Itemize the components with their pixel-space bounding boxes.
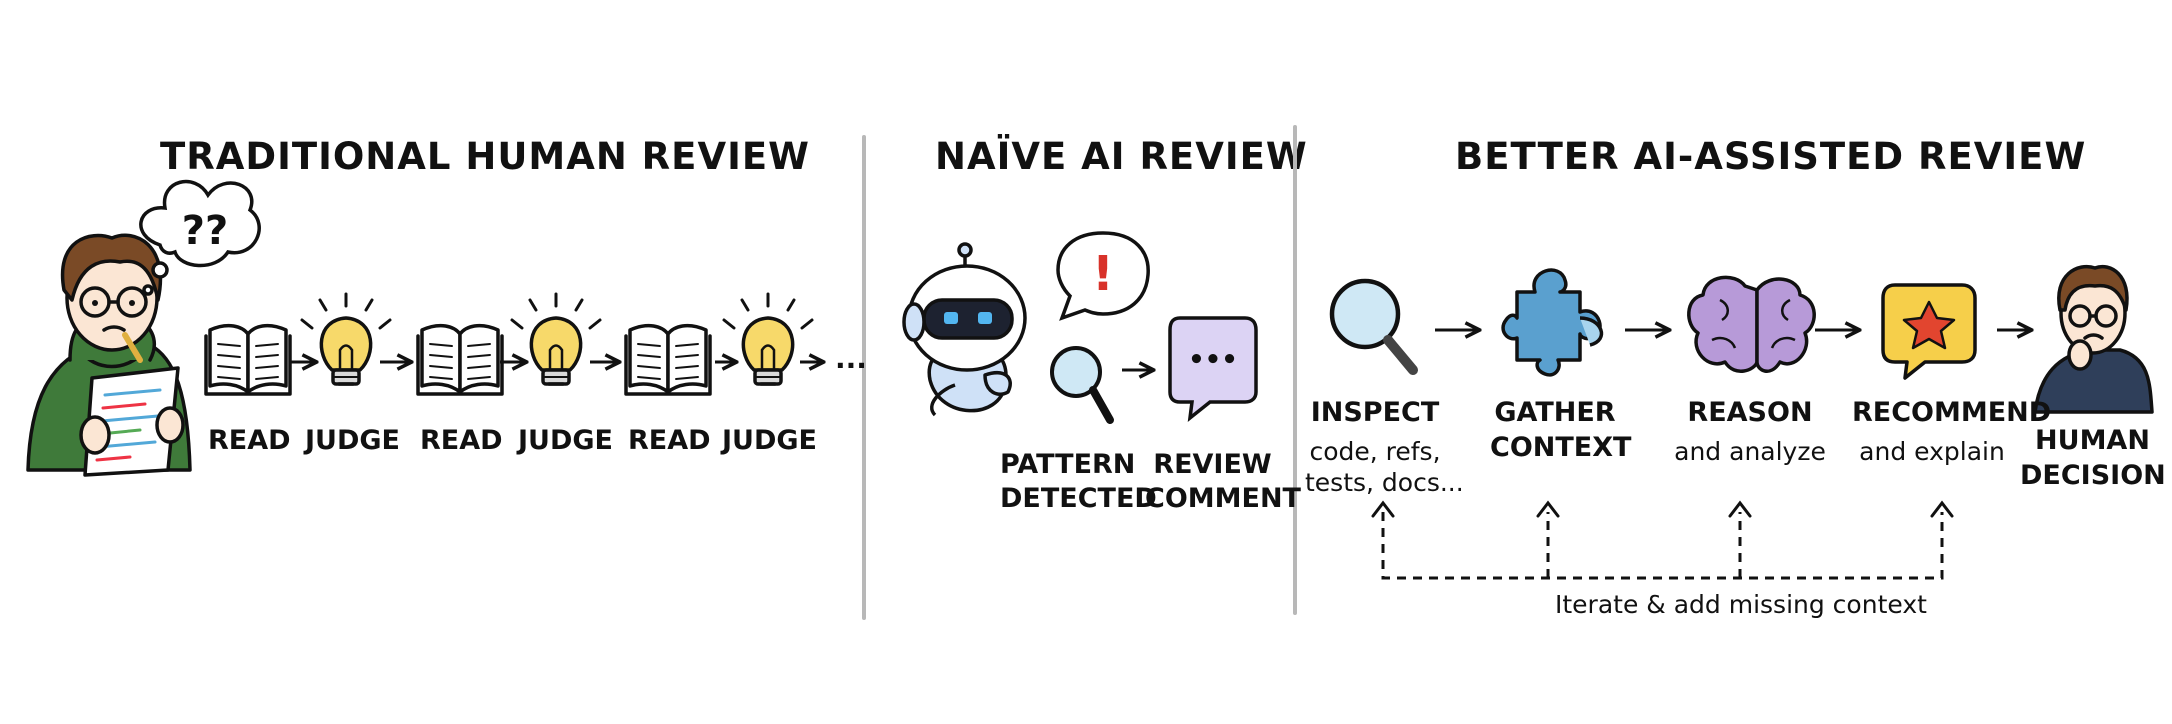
recommend-bubble-icon — [1881, 283, 1977, 380]
comment-label-line1: REVIEW — [1153, 449, 1272, 480]
iterate-loop — [1381, 512, 1944, 580]
inspect-sub-2: tests, docs... — [1305, 468, 1464, 497]
reason-title: REASON — [1687, 397, 1813, 428]
inspect-title: INSPECT — [1310, 397, 1440, 428]
alert-bubble-icon — [1056, 231, 1150, 321]
gather-title-2: CONTEXT — [1490, 432, 1632, 463]
recommend-sub: and explain — [1859, 437, 2005, 466]
brain-icon — [1687, 275, 1816, 373]
lightbulb-icon — [722, 292, 814, 386]
puzzle-piece-icon — [1501, 268, 1604, 377]
section-divider-2 — [1293, 125, 1297, 615]
open-book-icon — [204, 323, 292, 396]
iterate-arrowheads — [1371, 500, 1954, 518]
comment-label-line2: COMMENT — [1145, 483, 1301, 514]
comment-dots: ••• — [1188, 345, 1238, 375]
decision-title-2: DECISION — [2020, 460, 2166, 491]
magnifier-icon — [1050, 346, 1114, 424]
reviewer-person-icon — [26, 233, 192, 477]
step-label-judge-3: JUDGE — [722, 425, 817, 456]
title-naive: NAÏVE AI REVIEW — [935, 135, 1308, 178]
robot-icon — [902, 242, 1027, 417]
decision-person-icon — [2033, 264, 2154, 414]
continuation-dots: ... — [835, 342, 867, 375]
iterate-label: Iterate & add missing context — [1555, 590, 1927, 619]
lightbulb-icon — [510, 292, 602, 386]
inspect-sub-1: code, refs, — [1309, 437, 1441, 466]
title-better: BETTER AI-ASSISTED REVIEW — [1455, 135, 2087, 178]
inspect-magnifier-icon — [1329, 278, 1418, 375]
section-divider-1 — [862, 135, 866, 620]
step-label-judge-1: JUDGE — [305, 425, 400, 456]
reason-sub: and analyze — [1674, 437, 1826, 466]
pattern-detected-label: PATTERN DETECTED — [1000, 448, 1157, 516]
comment-bubble-icon — [1168, 316, 1258, 423]
step-label-read-2: READ — [420, 425, 503, 456]
recommend-title: RECOMMEND — [1852, 397, 2052, 428]
step-label-read-3: READ — [628, 425, 711, 456]
lightbulb-icon — [300, 292, 392, 386]
open-book-icon — [624, 323, 712, 396]
review-comment-label: REVIEW COMMENT — [1145, 448, 1301, 516]
step-label-judge-2: JUDGE — [518, 425, 613, 456]
step-label-read-1: READ — [208, 425, 291, 456]
open-book-icon — [416, 323, 504, 396]
thought-bubble — [139, 179, 261, 296]
gather-title-1: GATHER — [1494, 397, 1616, 428]
decision-title-1: HUMAN — [2035, 425, 2150, 456]
alert-mark: ! — [1092, 246, 1114, 302]
pattern-label-line1: PATTERN — [1000, 449, 1136, 480]
thought-text: ?? — [182, 208, 228, 254]
pattern-label-line2: DETECTED — [1000, 483, 1157, 514]
